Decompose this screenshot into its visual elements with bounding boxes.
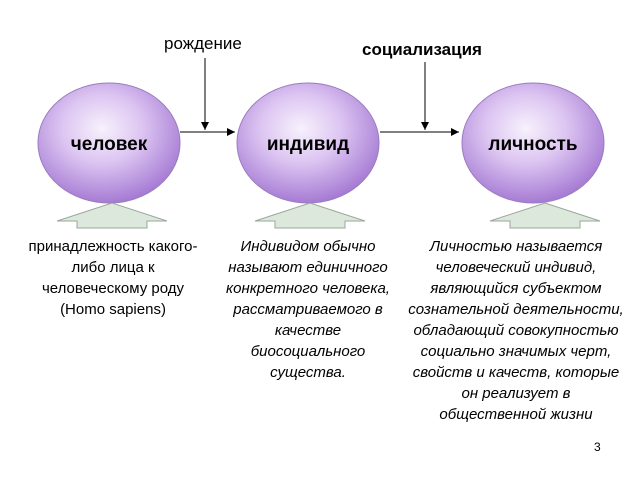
socialization-label: социализация — [362, 40, 482, 59]
ellipse-lichnost — [461, 82, 605, 204]
up-arrow-2 — [254, 202, 366, 229]
description-individ: Индивидом обычно называют единичного кон… — [226, 238, 390, 381]
up-arrow-1 — [56, 202, 168, 229]
description-chelovek: принадлежность какого-либо лица к челове… — [28, 238, 198, 318]
ellipse-chelovek — [37, 82, 181, 204]
stage-label-lichnost: личность — [488, 134, 577, 155]
stage-label-individ: индивид — [267, 134, 349, 155]
description-lichnost: Личностью называется человеческий индиви… — [408, 238, 624, 423]
stage-label-chelovek: человек — [71, 134, 148, 155]
up-arrow-3 — [489, 202, 601, 229]
ellipse-individ — [236, 82, 380, 204]
birth-label: рождение — [164, 34, 242, 53]
page-number: 3 — [594, 440, 601, 454]
